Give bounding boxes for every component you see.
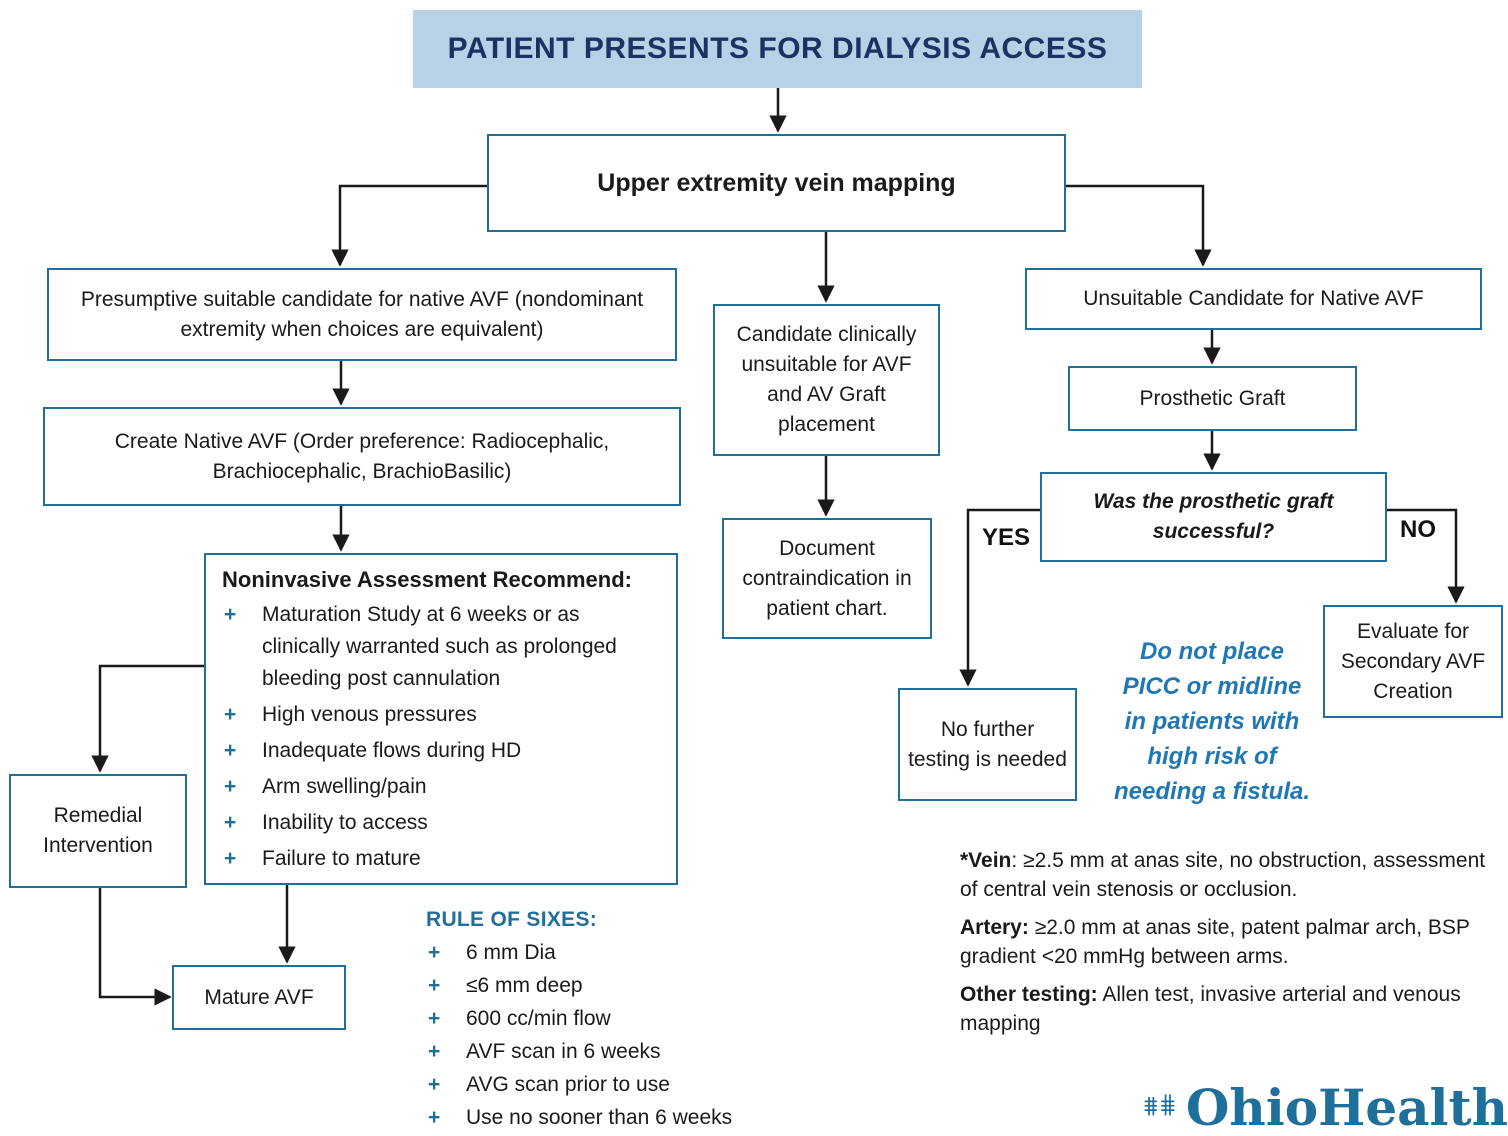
mature-avf-box: Mature AVF [172,965,346,1030]
plus-icon: + [428,974,441,997]
list-item: +6 mm Dia [426,938,786,967]
prosthetic-graft-label: Prosthetic Graft [1139,386,1286,410]
remedial-line-1: Remedial [53,804,143,827]
list-item: +≤6 mm deep [426,971,786,1000]
list-item: +Inability to access [222,807,662,839]
list-item: +High venous pressures [222,699,662,731]
arrow-remedial-to-mature [98,888,172,1006]
document-contraindication-box: Document contraindication in patient cha… [722,518,932,639]
rule-of-sixes-heading: RULE OF SIXES: [426,908,598,931]
plus-icon: + [224,847,237,870]
arrow-question-yes [959,508,1040,687]
plus-icon: + [428,1106,441,1129]
plus-icon: + [224,811,237,834]
secondary-avf-box: Evaluate for Secondary AVF Creation [1323,605,1503,718]
testing-criteria-notes: *Vein: ≥2.5 mm at anas site, no obstruct… [960,846,1500,1047]
list-item: +AVF scan in 6 weeks [426,1037,786,1066]
plus-icon: + [224,739,237,762]
list-item: +600 cc/min flow [426,1004,786,1033]
artery-criteria: Artery: ≥2.0 mm at anas site, patent pal… [960,916,1470,968]
arrow-mapping-to-unsuitable-native [1066,184,1212,267]
create-avf-line-1: Create Native AVF (Order preference: Rad… [114,429,610,453]
mature-avf-label: Mature AVF [204,985,314,1009]
vein-mapping-label: Upper extremity vein mapping [597,169,956,197]
unsuitable-native-avf-box: Unsuitable Candidate for Native AVF [1025,268,1482,330]
suitable-candidate-box: Presumptive suitable candidate for nativ… [47,268,677,361]
remedial-line-2: Intervention [43,834,153,857]
plus-icon: + [224,703,237,726]
unsuitable-native-label: Unsuitable Candidate for Native AVF [1083,287,1424,310]
list-item: +Inadequate flows during HD [222,735,662,767]
plus-icon: + [224,775,237,798]
arrow-mapping-to-suitable [331,184,487,267]
ohiohealth-mark-icon [1144,1094,1175,1116]
ohiohealth-wordmark: OhioHealth [1185,1078,1508,1130]
arrow-assessment-to-remedial [91,664,204,773]
ohiohealth-logo: OhioHealth [1142,1078,1508,1130]
title-text: PATIENT PRESENTS FOR DIALYSIS ACCESS [447,32,1108,65]
list-item: +AVG scan prior to use [426,1070,786,1099]
no-branch-label: NO [1400,516,1436,543]
assessment-heading: Noninvasive Assessment Recommend: [222,567,632,592]
assessment-list: +Maturation Study at 6 weeks or as clini… [222,599,662,875]
create-avf-line-2: Brachiocephalic, BrachioBasilic) [212,459,512,483]
rule-of-sixes-list: +6 mm Dia +≤6 mm deep +600 cc/min flow +… [426,938,786,1132]
suitable-line-1: Presumptive suitable candidate for nativ… [80,287,509,311]
vein-mapping-box: Upper extremity vein mapping [487,134,1066,232]
remedial-intervention-box: Remedial Intervention [9,774,187,888]
other-testing-criteria: Other testing: Allen test, invasive arte… [960,983,1461,1035]
list-item: +Use no sooner than 6 weeks [426,1103,786,1132]
suitable-line-2: (nondominant extremity when choices are … [180,287,644,341]
no-further-testing-box: No further testing is needed [898,688,1077,801]
picc-warning-note: Do not place PICC or midline in patients… [1113,638,1311,805]
rule-of-sixes: RULE OF SIXES: +6 mm Dia +≤6 mm deep +60… [426,908,786,1136]
create-native-avf-box: Create Native AVF (Order preference: Rad… [43,407,681,506]
arrow-question-no [1387,508,1465,604]
list-item: +Maturation Study at 6 weeks or as clini… [222,599,662,695]
yes-branch-label: YES [982,524,1031,551]
list-item: +Arm swelling/pain [222,771,662,803]
prosthetic-graft-box: Prosthetic Graft [1068,366,1357,431]
unsuitable-avf-and-graft-box: Candidate clinically unsuitable for AVF … [713,304,940,456]
plus-icon: + [224,603,237,626]
vein-criteria: *Vein: ≥2.5 mm at anas site, no obstruct… [960,849,1486,901]
noninvasive-assessment-box: Noninvasive Assessment Recommend: +Matur… [204,553,678,885]
plus-icon: + [428,1073,441,1096]
title-banner: PATIENT PRESENTS FOR DIALYSIS ACCESS [413,10,1142,88]
graft-success-question-box: Was the prosthetic graft successful? [1040,472,1387,562]
plus-icon: + [428,1007,441,1030]
plus-icon: + [428,1040,441,1063]
plus-icon: + [428,941,441,964]
list-item: +Failure to mature [222,843,662,875]
